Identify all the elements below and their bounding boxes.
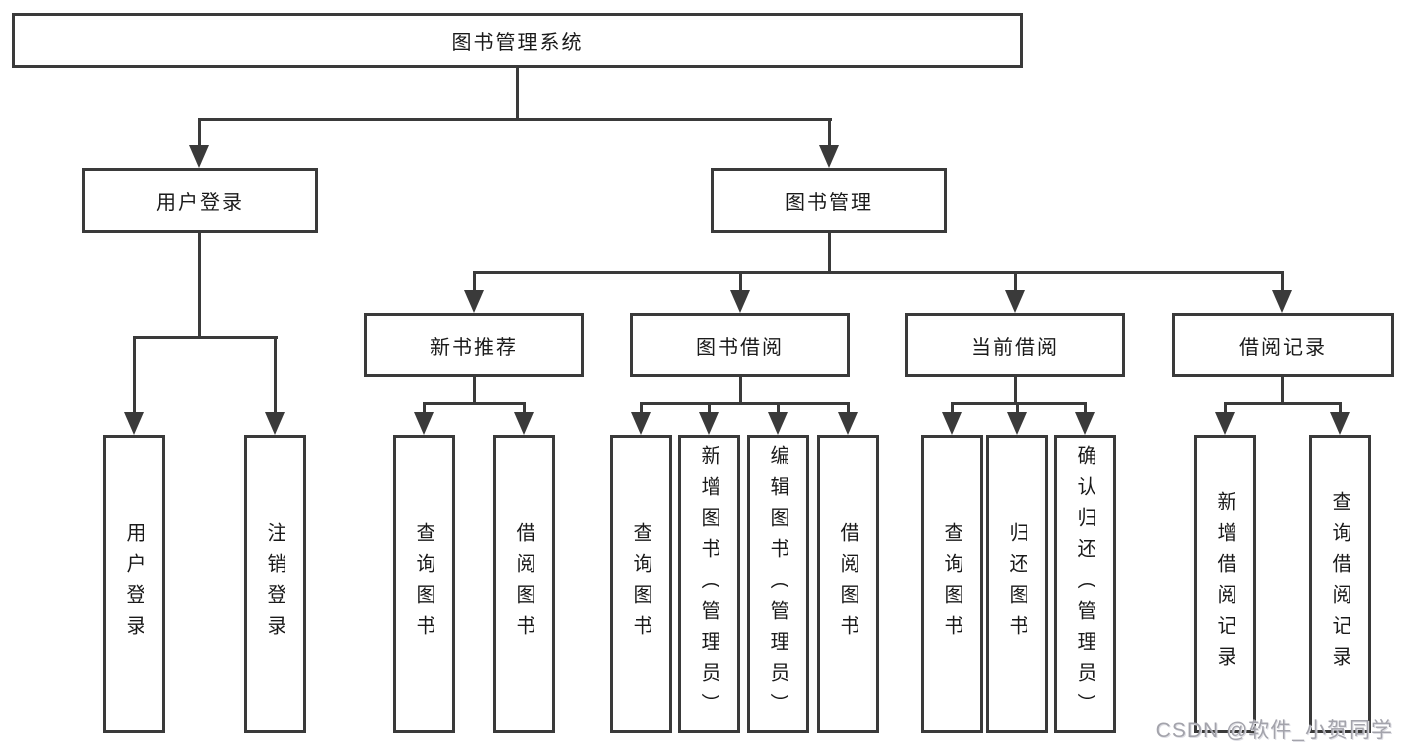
connector-line xyxy=(1014,377,1017,404)
node-label: 新书推荐 xyxy=(430,336,518,359)
node-book-management: 图书管理 xyxy=(711,168,947,233)
node-label: 新增图书（管理员） xyxy=(699,444,719,724)
arrowhead-down-icon xyxy=(631,412,651,435)
arrowhead-down-icon xyxy=(819,145,839,168)
connector-line xyxy=(473,377,476,404)
arrowhead-down-icon xyxy=(1007,412,1027,435)
arrowhead-down-icon xyxy=(464,290,484,313)
arrowhead-down-icon xyxy=(1005,290,1025,313)
leaf-edit-book-admin: 编辑图书（管理员） xyxy=(747,435,809,733)
leaf-confirm-return-admin: 确认归还（管理员） xyxy=(1054,435,1116,733)
connector-line xyxy=(777,402,780,416)
arrowhead-down-icon xyxy=(189,145,209,168)
node-label: 归还图书 xyxy=(1007,522,1027,646)
leaf-query-books-recommend: 查询图书 xyxy=(393,435,455,733)
arrowhead-down-icon xyxy=(942,412,962,435)
connector-line xyxy=(828,118,831,148)
node-borrow-records: 借阅记录 xyxy=(1172,313,1394,377)
connector-line xyxy=(708,402,711,416)
connector-line xyxy=(640,402,850,405)
node-label: 图书借阅 xyxy=(696,336,784,359)
node-label: 查询图书 xyxy=(631,522,651,646)
node-label: 注销登录 xyxy=(265,522,285,646)
connector-line xyxy=(523,402,526,416)
leaf-query-books-borrow: 查询图书 xyxy=(610,435,672,733)
leaf-borrow-books: 借阅图书 xyxy=(817,435,879,733)
connector-line xyxy=(274,336,277,416)
node-label: 用户登录 xyxy=(156,192,244,214)
leaf-add-borrow-record: 新增借阅记录 xyxy=(1194,435,1256,733)
leaf-logout: 注销登录 xyxy=(244,435,306,733)
node-label: 查询图书 xyxy=(414,522,434,646)
connector-line xyxy=(423,402,526,405)
node-user-login: 用户登录 xyxy=(82,168,318,233)
arrowhead-down-icon xyxy=(514,412,534,435)
leaf-user-login: 用户登录 xyxy=(103,435,165,733)
connector-line xyxy=(133,336,136,416)
connector-line xyxy=(1016,402,1019,416)
connector-line xyxy=(1224,402,1342,405)
node-label: 确认归还（管理员） xyxy=(1075,444,1095,724)
node-label: 查询图书 xyxy=(942,522,962,646)
node-new-book-recommend: 新书推荐 xyxy=(364,313,584,377)
connector-line xyxy=(1084,402,1087,416)
leaf-query-borrow-record: 查询借阅记录 xyxy=(1309,435,1371,733)
node-current-borrow: 当前借阅 xyxy=(905,313,1125,377)
connector-line xyxy=(739,377,742,404)
arrowhead-down-icon xyxy=(768,412,788,435)
connector-line xyxy=(423,402,426,416)
connector-line xyxy=(473,271,1284,274)
arrowhead-down-icon xyxy=(1215,412,1235,435)
node-root: 图书管理系统 xyxy=(12,13,1023,68)
connector-line xyxy=(473,271,476,293)
leaf-return-books: 归还图书 xyxy=(986,435,1048,733)
arrowhead-down-icon xyxy=(699,412,719,435)
connector-line xyxy=(828,233,831,273)
connector-line xyxy=(198,118,201,148)
watermark: CSDN @软件_小贺同学 xyxy=(1155,719,1393,742)
node-label: 当前借阅 xyxy=(971,336,1059,359)
leaf-add-book-admin: 新增图书（管理员） xyxy=(678,435,740,733)
connector-line xyxy=(739,271,742,293)
arrowhead-down-icon xyxy=(1272,290,1292,313)
connector-line xyxy=(1014,271,1017,293)
arrowhead-down-icon xyxy=(1330,412,1350,435)
leaf-query-books-current: 查询图书 xyxy=(921,435,983,733)
node-label: 借阅图书 xyxy=(838,522,858,646)
connector-line xyxy=(516,68,519,120)
connector-line xyxy=(847,402,850,416)
arrowhead-down-icon xyxy=(1075,412,1095,435)
connector-line xyxy=(1281,271,1284,293)
connector-line xyxy=(951,402,954,416)
arrowhead-down-icon xyxy=(838,412,858,435)
connector-line xyxy=(640,402,643,416)
arrowhead-down-icon xyxy=(124,412,144,435)
arrowhead-down-icon xyxy=(730,290,750,313)
arrowhead-down-icon xyxy=(265,412,285,435)
node-label: 编辑图书（管理员） xyxy=(768,444,788,724)
connector-line xyxy=(198,233,201,338)
node-label: 查询借阅记录 xyxy=(1330,491,1350,677)
node-label: 借阅记录 xyxy=(1239,336,1327,359)
connector-line xyxy=(198,118,832,121)
connector-line xyxy=(951,402,1087,405)
connector-line xyxy=(1281,377,1284,404)
node-label: 图书管理 xyxy=(785,192,873,214)
connector-line xyxy=(1224,402,1227,416)
node-book-borrow: 图书借阅 xyxy=(630,313,850,377)
node-label: 借阅图书 xyxy=(514,522,534,646)
arrowhead-down-icon xyxy=(414,412,434,435)
node-label: 用户登录 xyxy=(124,522,144,646)
connector-line xyxy=(1339,402,1342,416)
node-label: 新增借阅记录 xyxy=(1215,491,1235,677)
connector-line xyxy=(133,336,278,339)
node-label: 图书管理系统 xyxy=(451,32,584,54)
leaf-borrow-books-recommend: 借阅图书 xyxy=(493,435,555,733)
